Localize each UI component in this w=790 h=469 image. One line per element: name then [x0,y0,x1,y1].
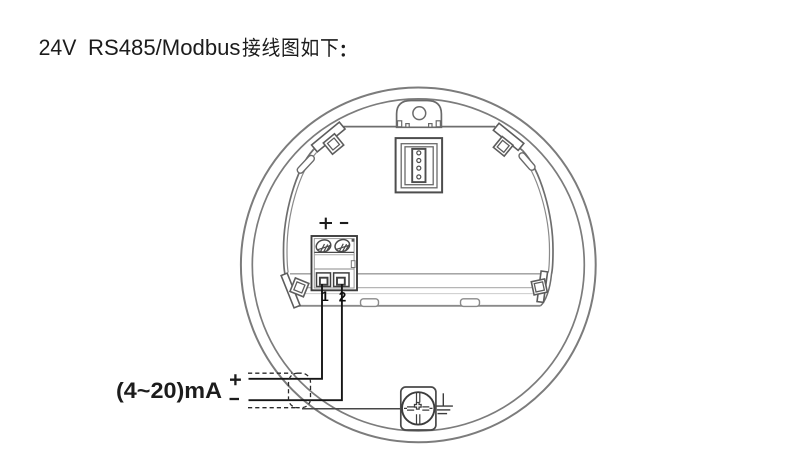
svg-text:(4~20)mA: (4~20)mA [116,378,222,403]
svg-text:RS485/Modbus: RS485/Modbus [88,35,241,60]
svg-text:1: 1 [321,289,329,304]
svg-text:24V: 24V [39,35,77,60]
svg-text:2: 2 [339,290,347,305]
